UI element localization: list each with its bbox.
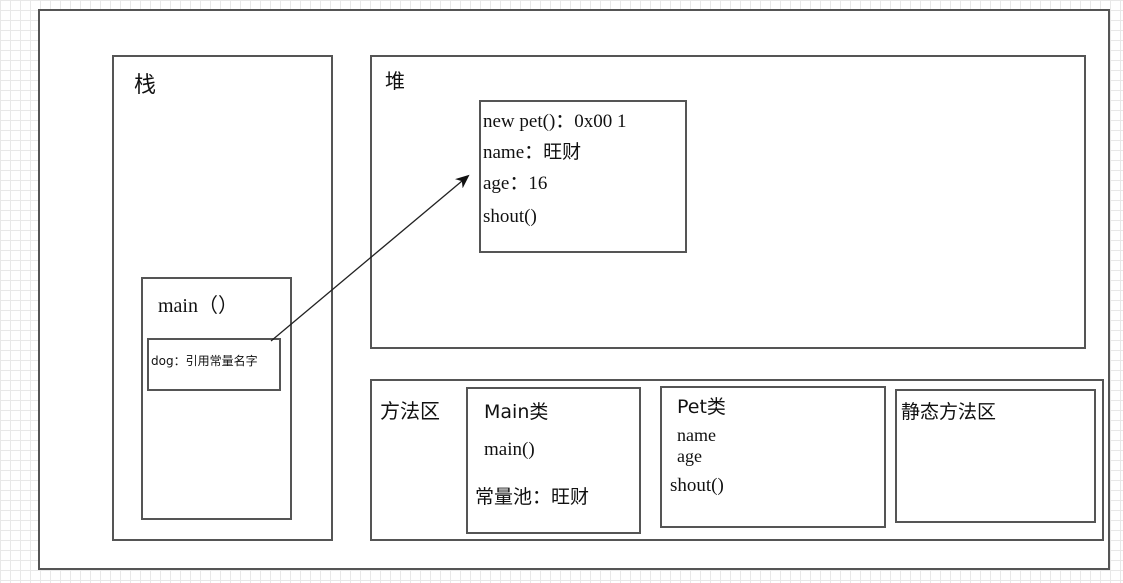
main-class-title: Main类 <box>484 401 549 423</box>
pet-object-line-2: name：旺财 <box>483 142 582 163</box>
method-area-title: 方法区 <box>380 399 440 423</box>
heap-title: 堆 <box>385 69 405 93</box>
main-class-box <box>466 387 641 534</box>
dog-variable-label: dog：引用常量名字 <box>151 354 258 368</box>
pet-object-box <box>479 100 687 253</box>
static-method-area-title: 静态方法区 <box>901 401 997 423</box>
dog-variable-box <box>147 338 281 391</box>
pet-class-method: shout() <box>670 475 724 496</box>
heap-region <box>370 55 1086 349</box>
pet-class-field-name: name <box>677 425 716 445</box>
pet-object-line-4: shout() <box>483 206 537 227</box>
stack-title: 栈 <box>134 73 157 98</box>
pet-class-title: Pet类 <box>677 396 726 418</box>
static-method-area-box <box>895 389 1096 523</box>
pet-class-box <box>660 386 886 528</box>
pet-class-field-age: age <box>677 446 702 466</box>
pet-object-line-1: new pet()：0x00 1 <box>483 111 627 132</box>
main-frame-title: main（） <box>158 295 238 317</box>
main-stack-frame <box>141 277 292 520</box>
main-class-constant-pool: 常量池：旺财 <box>475 486 590 508</box>
pet-object-line-3: age：16 <box>483 173 548 194</box>
main-class-method: main() <box>484 439 535 460</box>
